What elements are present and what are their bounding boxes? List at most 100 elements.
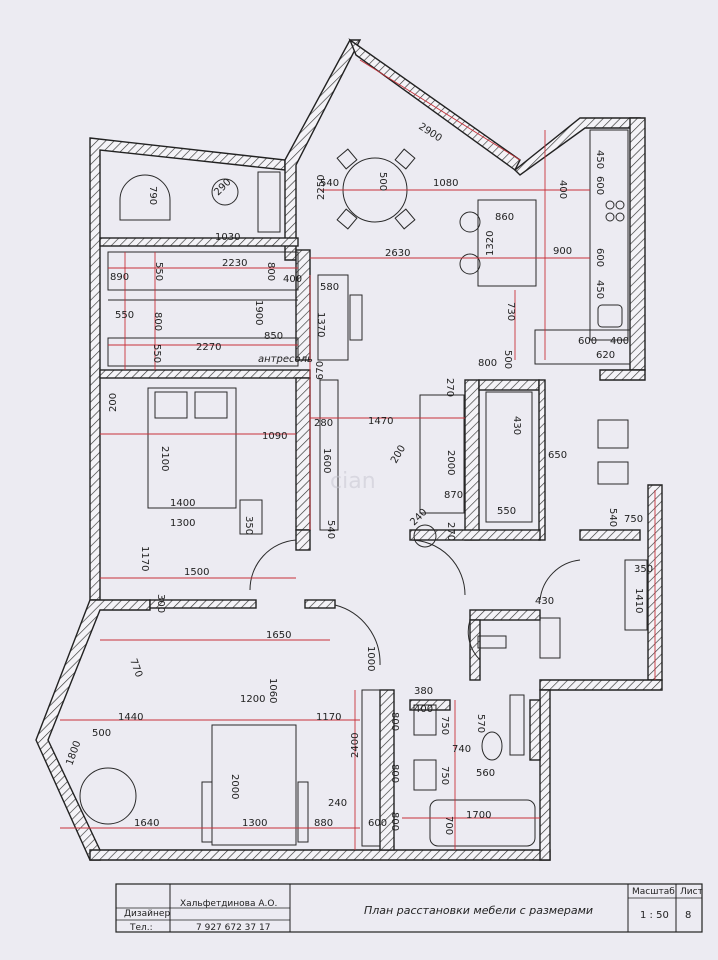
dim-400-b: 400	[283, 274, 302, 285]
dim-240-b: 240	[328, 798, 347, 809]
dim-1410: 1410	[633, 588, 644, 613]
dim-450: 450	[594, 150, 605, 169]
dim-540-b: 540	[607, 508, 618, 527]
dim-730: 730	[505, 302, 516, 321]
dim-1170: 1170	[139, 546, 150, 571]
dim-800-e: 800	[389, 764, 400, 783]
dim-800-f: 800	[389, 812, 400, 831]
scale-label: Масштаб	[632, 887, 675, 897]
dim-580: 580	[320, 282, 339, 293]
dim-500-b: 500	[502, 350, 513, 369]
interior-walls	[99, 237, 641, 851]
dim-2100: 2100	[159, 446, 170, 471]
sheet-label: Лист	[680, 887, 703, 897]
dim-450-b: 450	[594, 280, 605, 299]
dim-2000: 2000	[445, 450, 456, 475]
dim-1470: 1470	[368, 416, 393, 427]
dimension-lines	[60, 59, 656, 850]
dim-270: 270	[444, 378, 455, 397]
dim-1060: 1060	[267, 678, 278, 703]
mezzanine-note: антресоль	[258, 354, 313, 365]
dim-850: 850	[264, 331, 283, 342]
dim-740: 740	[452, 744, 471, 755]
dim-800-c: 800	[478, 358, 497, 369]
dim-2000-b: 2000	[229, 774, 240, 799]
dim-500-c: 500	[92, 728, 111, 739]
dim-430: 430	[511, 416, 522, 435]
dim-1200: 1200	[240, 694, 265, 705]
dim-350: 350	[243, 516, 254, 535]
dim-2400: 2400	[350, 733, 361, 758]
dim-600-d: 600	[368, 818, 387, 829]
dim-600-c: 600	[578, 336, 597, 347]
dim-280: 280	[314, 418, 333, 429]
dim-2230: 2230	[222, 258, 247, 269]
dim-500: 500	[377, 172, 388, 191]
designer-name: Хальфетдинова А.О.	[180, 899, 277, 909]
pillow-icon	[194, 391, 228, 419]
title-block: Дизайнер Хальфетдинова А.О. Тел.: 7 927 …	[115, 883, 703, 933]
designer-label: Дизайнер	[124, 909, 170, 919]
dim-1300: 1300	[170, 518, 195, 529]
bathtub-icon	[429, 799, 536, 847]
dim-540: 540	[320, 178, 339, 189]
dim-430-b: 430	[535, 596, 554, 607]
dim-550-b: 550	[115, 310, 134, 321]
furniture	[79, 129, 648, 847]
toilet-icon	[481, 731, 503, 761]
dim-400-c: 400	[610, 336, 629, 347]
dim-2630: 2630	[385, 248, 410, 259]
dim-670: 670	[315, 361, 326, 380]
dim-790: 790	[147, 186, 158, 205]
exterior-walls	[35, 38, 663, 861]
dim-1400: 1400	[170, 498, 195, 509]
dim-270-b: 270	[445, 522, 456, 541]
phone-label: Тел.:	[129, 923, 153, 933]
dim-1600: 1600	[321, 448, 332, 473]
dim-600-b: 600	[594, 248, 605, 267]
dim-550-c: 550	[151, 344, 162, 363]
drawing-title: План расстановки мебели с размерами	[364, 904, 593, 917]
scale-value: 1 : 50	[640, 910, 669, 921]
dim-650: 650	[548, 450, 567, 461]
dim-700: 700	[443, 816, 454, 835]
dim-1090: 1090	[262, 431, 287, 442]
dim-750-c: 750	[439, 766, 450, 785]
dim-880: 880	[314, 818, 333, 829]
dim-1370: 1370	[315, 312, 326, 337]
dim-1900: 1900	[253, 300, 264, 325]
dim-300: 300	[155, 594, 166, 613]
dim-750: 750	[624, 514, 643, 525]
dim-890: 890	[110, 272, 129, 283]
dim-2250: 2250	[316, 175, 327, 200]
dim-1650: 1650	[266, 630, 291, 641]
dim-620: 620	[596, 350, 615, 361]
dim-200: 200	[108, 393, 119, 412]
dim-350-b: 350	[634, 564, 653, 575]
dim-860: 860	[495, 212, 514, 223]
dim-540-c: 540	[325, 520, 336, 539]
dim-900: 900	[553, 246, 572, 257]
armchair-icon	[119, 174, 171, 221]
sheet-value: 8	[685, 910, 691, 921]
dim-400-d: 400	[414, 704, 433, 715]
dim-2270: 2270	[196, 342, 221, 353]
dim-380: 380	[414, 686, 433, 697]
pillow-icon	[154, 391, 188, 419]
dim-550-d: 550	[497, 506, 516, 517]
dim-400: 400	[557, 180, 568, 199]
dim-800-b: 800	[152, 312, 163, 331]
dim-1500: 1500	[184, 567, 209, 578]
dim-1700: 1700	[466, 810, 491, 821]
dim-800-d: 800	[389, 712, 400, 731]
door-swings	[249, 539, 581, 666]
dim-1320: 1320	[485, 231, 496, 256]
dim-1640: 1640	[134, 818, 159, 829]
phone-number: 7 927 672 37 17	[196, 923, 270, 933]
dim-750-b: 750	[439, 716, 450, 735]
dim-1000: 1000	[365, 646, 376, 671]
dim-550: 550	[153, 262, 164, 281]
round-table-icon	[211, 178, 239, 206]
